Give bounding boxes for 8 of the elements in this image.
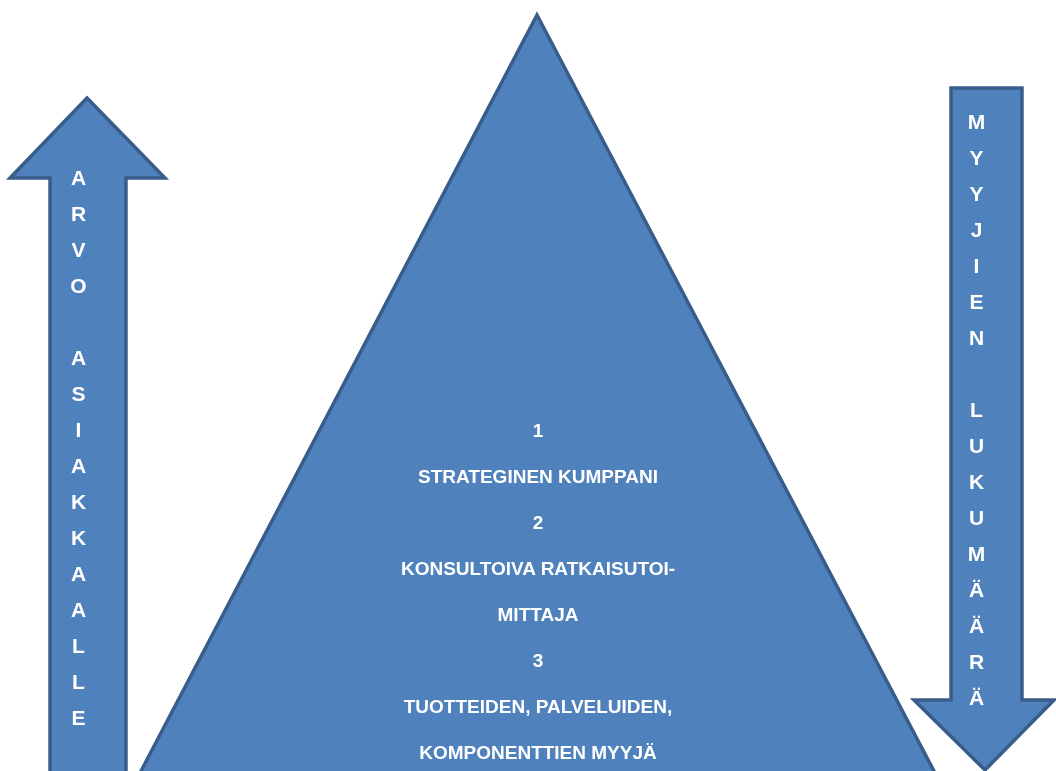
arrow-label: ARVO ASIAKKAALLE: [66, 166, 90, 742]
level-number: 3: [531, 649, 545, 673]
level-number: 2: [531, 511, 545, 535]
level-number: 1: [531, 419, 545, 443]
arrow-label: MYYJIEN LUKUMÄÄRÄ: [964, 110, 988, 722]
level-label: STRATEGINEN KUMPPANI: [417, 465, 659, 489]
level-label: KONSULTOIVA RATKAISUTOI- MITTAJA: [399, 557, 677, 627]
level-label: TUOTTEIDEN, PALVELUIDEN, KOMPONENTTIEN MYYJÄ: [402, 695, 674, 765]
